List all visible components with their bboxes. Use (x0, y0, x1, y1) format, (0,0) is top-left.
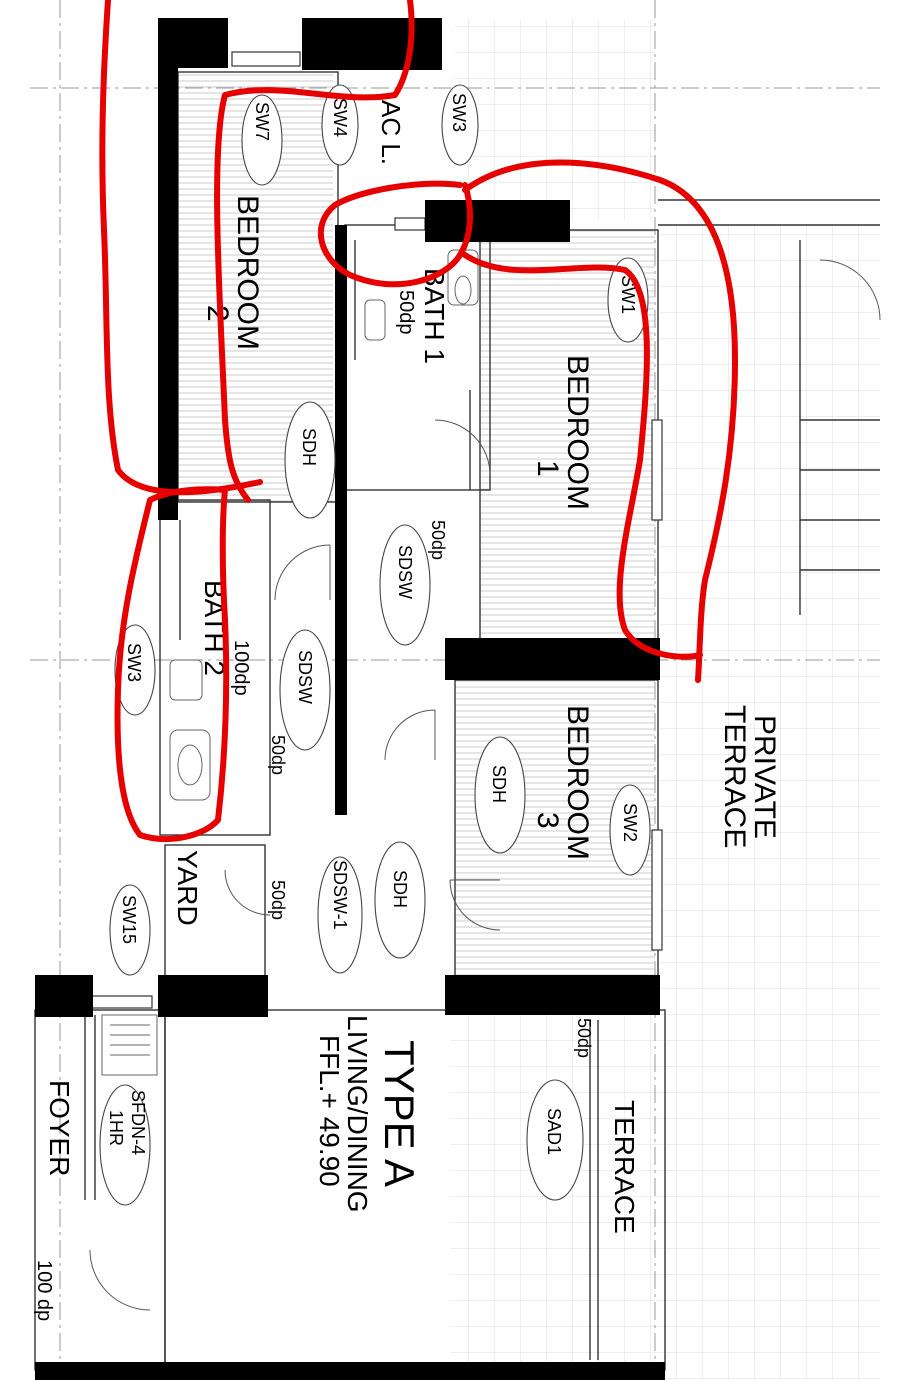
ac-name: AC L. (376, 100, 406, 165)
bedroom1-name: BEDROOM (561, 355, 594, 510)
tag-sw3-left: SW3 (124, 643, 144, 682)
tag-sw2: SW2 (620, 803, 640, 842)
tag-sdh-b3: SDH (489, 765, 509, 803)
concrete-walls (35, 18, 665, 1380)
bath1-name: BATH 1 (419, 268, 450, 364)
living-dining: LIVING/DINING (342, 1015, 373, 1213)
terrace-name: TERRACE (609, 1100, 640, 1234)
bedroom3-name: BEDROOM (561, 705, 594, 860)
tag-sw3-top: SW3 (449, 93, 469, 132)
tag-ellipses (99, 84, 651, 1206)
yard-name: YARD (172, 850, 203, 926)
window-frames (89, 51, 663, 1009)
tag-sw4: SW4 (330, 98, 350, 137)
tag-labels: SW7 SW4 SW3 SW1 SDH SDSW 50dp SW3 SDSW 5… (106, 93, 640, 1155)
tag-hr: 1HR (106, 1110, 126, 1146)
private-terrace-1: PRIVATE (748, 715, 781, 839)
private-terrace-2: TERRACE (718, 705, 751, 848)
tag-sw7: SW7 (252, 102, 272, 141)
bedroom3-num: 3 (531, 812, 564, 829)
tag-sdh-liv: SDH (390, 870, 410, 908)
fixtures (101, 249, 479, 1076)
foyer-name: FOYER (44, 1080, 75, 1176)
tag-sdsw-mid: SDSW (395, 545, 415, 599)
tag-dp-mid: 50dp (428, 520, 448, 560)
tag-sdh-b2: SDH (299, 428, 319, 466)
room-labels: BEDROOM 2 BATH 1 50dp BEDROOM 1 BATH 2 1… (33, 100, 781, 1321)
type-a: TYPE A (376, 1040, 423, 1187)
tag-dp-yard: 50dp (268, 880, 288, 920)
bath1-dp: 50dp (395, 290, 417, 335)
tag-sw1: SW1 (618, 275, 638, 314)
bedroom1-num: 1 (531, 460, 564, 477)
tag-sdsw-bath2: SDSW (295, 650, 315, 704)
bedroom2-name: BEDROOM (231, 195, 264, 350)
tag-sw15: SW15 (119, 895, 139, 944)
foyer-dp: 100 dp (33, 1260, 55, 1321)
tag-dp-terrace: 50dp (574, 1018, 594, 1058)
terrace-grid (450, 20, 880, 1380)
tag-sfdn: SFDN-4 (128, 1090, 148, 1155)
door-swings (89, 259, 881, 1311)
red-markup (99, 0, 738, 843)
ffl-level: FFL.+ 49.90 (314, 1035, 345, 1187)
tag-sdsw1: SDSW-1 (330, 860, 350, 930)
tag-dp-bath2: 50dp (268, 735, 288, 775)
tag-sad1: SAD1 (544, 1108, 564, 1155)
bath2-dp: 100dp (230, 640, 252, 696)
